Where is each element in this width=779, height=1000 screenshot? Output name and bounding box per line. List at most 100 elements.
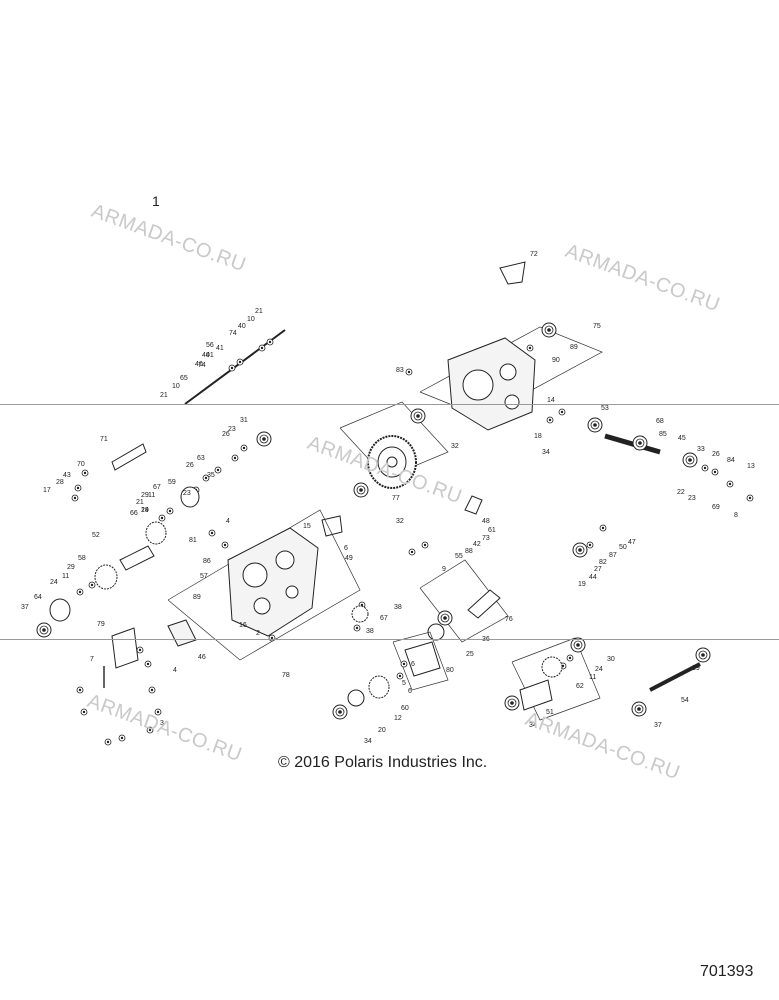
- callout-label: 16: [239, 622, 247, 629]
- callout-label: 37: [21, 604, 29, 611]
- callout-label: 12: [394, 715, 402, 722]
- left-shaft-stack: [36, 431, 272, 638]
- callout-label: 51: [546, 709, 554, 716]
- callout-label: 54: [681, 697, 689, 704]
- callout-label: 53: [601, 405, 609, 412]
- callout-label: 89: [193, 594, 201, 601]
- callout-label: 45: [678, 435, 686, 442]
- callout-label: 81: [189, 537, 197, 544]
- callout-label: 65: [180, 375, 188, 382]
- callout-label: 64: [34, 594, 42, 601]
- callout-label: 68: [656, 418, 664, 425]
- callout-label: 62: [576, 683, 584, 690]
- callout-label: 57: [200, 573, 208, 580]
- callout-label: 49: [345, 555, 353, 562]
- callout-label: 71: [100, 436, 108, 443]
- callout-label: 82: [599, 559, 607, 566]
- shift-shaft: [184, 329, 286, 405]
- callout-label: 58: [78, 555, 86, 562]
- callout-label: 89: [570, 344, 578, 351]
- callout-label: 18: [534, 433, 542, 440]
- callout-label: 75: [593, 323, 601, 330]
- gear-77: [367, 435, 417, 489]
- callout-label: 46: [198, 654, 206, 661]
- callout-label: 40: [202, 352, 210, 359]
- callout-label: 70: [77, 461, 85, 468]
- callout-label: 15: [303, 523, 311, 530]
- horizontal-rule-bottom: [0, 639, 779, 640]
- callout-label: 34: [364, 738, 372, 745]
- copyright-notice: © 2016 Polaris Industries Inc.: [278, 754, 488, 771]
- callout-label: 32: [451, 443, 459, 450]
- callout-label: 26: [186, 462, 194, 469]
- callout-label: 67: [153, 484, 161, 491]
- callout-label: 63: [197, 455, 205, 462]
- callout-label: 4: [173, 667, 177, 674]
- lower-right-parts: [504, 524, 711, 717]
- callout-label: 23: [183, 490, 191, 497]
- callout-label: 83: [396, 367, 404, 374]
- callout-label: 11: [148, 492, 155, 499]
- callout-label: 41: [206, 352, 214, 359]
- group-outlines: [167, 326, 603, 721]
- callout-label: 61: [488, 527, 496, 534]
- callout-label: 48: [482, 518, 490, 525]
- callout-label: 56: [206, 342, 214, 349]
- callout-label: 29: [141, 507, 149, 514]
- callout-label: 6: [408, 688, 412, 695]
- callout-label: 44: [589, 574, 597, 581]
- output-shaft-68: [604, 433, 754, 502]
- callout-label: 34: [529, 722, 537, 729]
- callout-label: 73: [482, 535, 490, 542]
- callout-label: 26: [712, 451, 720, 458]
- callout-label: 72: [530, 251, 538, 258]
- callout-label: 4: [226, 518, 230, 525]
- callout-label: 90: [552, 357, 560, 364]
- callout-label: 14: [547, 397, 555, 404]
- callout-label: 31: [240, 417, 248, 424]
- small-parts: [76, 261, 603, 746]
- callout-label: 42: [473, 541, 481, 548]
- callout-label: 38: [394, 604, 402, 611]
- callout-label: 43: [63, 472, 71, 479]
- callout-label: 59: [168, 479, 176, 486]
- callout-label: 13: [747, 463, 755, 470]
- callout-label: 22: [677, 489, 685, 496]
- callout-label: 84: [727, 457, 735, 464]
- callout-label: 10: [247, 316, 255, 323]
- callout-label: 25: [466, 651, 474, 658]
- callout-label: 6: [344, 545, 348, 552]
- callout-label: 21: [136, 499, 144, 506]
- callout-label: 24: [50, 579, 58, 586]
- callout-label: 35: [207, 472, 215, 479]
- callout-label: 21: [255, 308, 263, 315]
- callout-label: 9: [442, 566, 446, 573]
- callout-label: 85: [659, 431, 667, 438]
- callout-label: 52: [92, 532, 100, 539]
- callout-label: 79: [97, 621, 105, 628]
- callout-label: 8: [734, 512, 738, 519]
- callout-label: 50: [619, 544, 627, 551]
- callout-label: 88: [465, 548, 473, 555]
- callout-label: 7: [90, 656, 94, 663]
- callout-label: 37: [654, 722, 662, 729]
- callout-label: 3: [160, 720, 164, 727]
- callout-label: 67: [380, 615, 388, 622]
- callout-label: 21: [160, 392, 168, 399]
- assembly-number: 1: [152, 193, 160, 209]
- callout-label: 76: [505, 616, 513, 623]
- callout-label: 77: [392, 495, 400, 502]
- callout-label: 69: [712, 504, 720, 511]
- callout-label: 27: [594, 566, 602, 573]
- callout-label: 80: [446, 667, 454, 674]
- callout-label: 86: [203, 558, 211, 565]
- callout-label: 23: [688, 495, 696, 502]
- callout-label: 11: [589, 674, 596, 681]
- callout-label: 14: [141, 507, 149, 514]
- callout-label: 17: [43, 487, 51, 494]
- callout-label: 87: [609, 552, 617, 559]
- callout-label: 47: [628, 539, 636, 546]
- callout-label: 30: [607, 656, 615, 663]
- callout-label: 55: [455, 553, 463, 560]
